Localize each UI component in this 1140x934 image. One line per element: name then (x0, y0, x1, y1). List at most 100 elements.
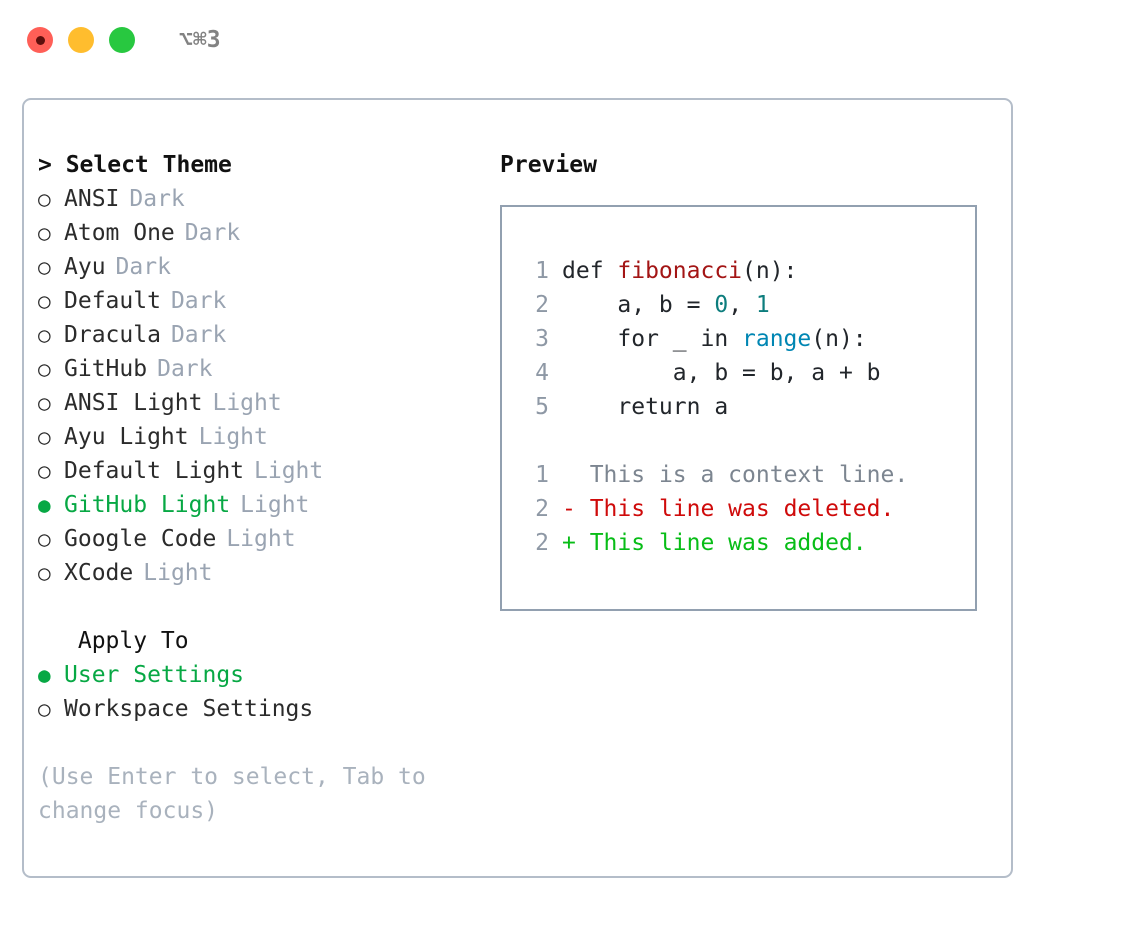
theme-option-label: GitHub (64, 356, 148, 382)
theme-option-row[interactable]: ○ Dracula Dark (38, 318, 478, 352)
code-token-plain: for _ in (562, 326, 743, 352)
radio-unselected-icon: ○ (38, 255, 51, 279)
line-number: 4 (535, 360, 549, 386)
theme-option-label: XCode (64, 560, 134, 586)
close-dot-icon (35, 35, 45, 45)
theme-option-tag: Dark (115, 254, 171, 280)
radio-unselected-icon: ○ (38, 697, 51, 721)
theme-option-tag: Light (226, 526, 296, 552)
code-token-num: 1 (755, 292, 770, 318)
theme-option-row[interactable]: ○ GitHub Dark (38, 352, 478, 386)
radio-unselected-icon: ○ (38, 459, 51, 483)
diff-line-text: This line was added. (575, 530, 867, 556)
theme-option-row[interactable]: ○ ANSI Dark (38, 182, 478, 216)
code-token-num: 0 (714, 292, 729, 318)
theme-option-tag: Light (198, 424, 268, 450)
diff-line-number: 2 (535, 496, 549, 522)
radio-unselected-icon: ○ (38, 357, 51, 381)
code-token-plain: return a (562, 394, 729, 420)
list-spacer (38, 590, 478, 624)
radio-unselected-icon: ○ (38, 425, 51, 449)
code-line-content: def fibonacci(n): (562, 254, 797, 288)
radio-unselected-icon: ○ (38, 391, 51, 415)
radio-unselected-icon: ○ (38, 323, 51, 347)
code-token-plain: def (562, 258, 618, 284)
line-number: 3 (535, 326, 549, 352)
radio-unselected-icon: ○ (38, 527, 51, 551)
apply-to-option-row[interactable]: ○ Workspace Settings (38, 692, 478, 726)
radio-unselected-icon: ○ (38, 187, 51, 211)
close-window-icon[interactable] (27, 27, 53, 53)
diff-line-number: 2 (535, 530, 549, 556)
hint-spacer (38, 726, 478, 760)
theme-option-tag: Light (240, 492, 310, 518)
code-line-content: a, b = 0, 1 (562, 288, 770, 322)
code-line: 2 a, b = 0, 1 (519, 288, 969, 322)
code-token-plain: a, b = b, a + b (562, 360, 881, 386)
theme-option-tag: Dark (157, 356, 213, 382)
code-diff-separator (519, 424, 969, 458)
theme-option-label: Google Code (64, 526, 217, 552)
apply-to-option-label: User Settings (64, 662, 245, 688)
theme-option-tag: Dark (129, 186, 185, 212)
code-line: 4 a, b = b, a + b (519, 356, 969, 390)
minimize-window-icon[interactable] (68, 27, 94, 53)
theme-option-label: ANSI (64, 186, 120, 212)
theme-option-row[interactable]: ○ Ayu Light Light (38, 420, 478, 454)
traffic-light-group (27, 27, 135, 53)
code-token-fn: fibonacci (617, 258, 743, 284)
apply-to-list[interactable]: ●User Settings ○ Workspace Settings (38, 658, 478, 726)
code-line: 3 for _ in range(n): (519, 322, 969, 356)
radio-unselected-icon: ○ (38, 221, 51, 245)
diff-line: 2- This line was deleted. (519, 492, 969, 526)
preview-column: Preview (500, 148, 1000, 182)
theme-option-label: Dracula (64, 322, 161, 348)
preview-heading: Preview (500, 152, 597, 178)
theme-option-label: Ayu Light (64, 424, 189, 450)
theme-option-label: ANSI Light (64, 390, 203, 416)
diff-line: 1 This is a context line. (519, 458, 969, 492)
diff-marker-deleted: - (562, 496, 576, 522)
theme-option-tag: Dark (170, 322, 227, 348)
keyboard-shortcut-label: ⌥⌘3 (179, 26, 221, 53)
apply-to-option-label: Workspace Settings (64, 696, 314, 722)
line-number: 5 (535, 394, 549, 420)
apply-to-option-row[interactable]: ●User Settings (38, 658, 478, 692)
maximize-window-icon[interactable] (109, 27, 135, 53)
diff-line-text: This is a context line. (575, 462, 909, 488)
code-line-content: return a (562, 390, 728, 424)
code-line-content: for _ in range(n): (562, 322, 866, 356)
code-line-content: a, b = b, a + b (562, 356, 881, 390)
theme-option-tag: Light (254, 458, 324, 484)
keyboard-hint-text: (Use Enter to select, Tab to change focu… (38, 764, 440, 824)
code-token-plain: (n): (742, 258, 798, 284)
code-line: 5 return a (519, 390, 969, 424)
theme-option-label: GitHub Light (64, 492, 231, 518)
diff-line-text: This line was deleted. (575, 496, 895, 522)
theme-option-label: Atom One (64, 220, 175, 246)
theme-option-row[interactable]: ● GitHub Light Light (38, 488, 478, 522)
diff-block: 1 This is a context line.2- This line wa… (519, 458, 969, 560)
code-token-call: range (742, 326, 812, 352)
diff-marker-context (562, 458, 576, 492)
theme-option-row[interactable]: ○ Google Code Light (38, 522, 478, 556)
theme-option-tag: Dark (170, 288, 227, 314)
radio-unselected-icon: ○ (38, 289, 51, 313)
diff-line: 2+ This line was added. (519, 526, 969, 560)
select-theme-heading: > Select Theme (38, 152, 232, 178)
diff-line-number: 1 (535, 462, 549, 488)
radio-selected-icon: ● (38, 493, 51, 517)
apply-to-heading: Apply To (64, 628, 189, 654)
